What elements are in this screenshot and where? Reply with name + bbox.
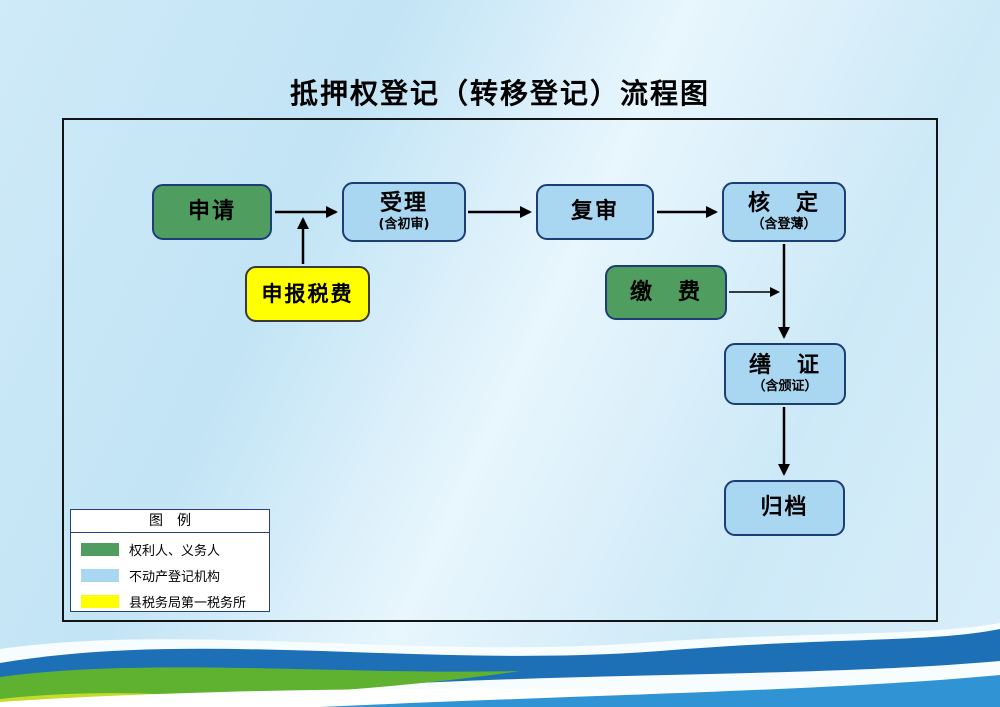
node-certificate: 缮 证 （含颁证） xyxy=(724,343,846,405)
node-verify-label: 核 定 xyxy=(747,191,820,217)
legend-title: 图 例 xyxy=(71,510,269,533)
node-accept-label: 受理 xyxy=(379,191,428,217)
node-verify: 核 定 （含登薄） xyxy=(722,182,846,242)
node-review-label: 复审 xyxy=(570,199,619,225)
wave-blue-arc xyxy=(320,675,1000,707)
decorative-waves xyxy=(0,623,1000,707)
node-pay: 缴 费 xyxy=(605,265,727,320)
node-apply-label: 申请 xyxy=(187,199,236,225)
node-verify-sublabel: （含登薄） xyxy=(751,216,817,232)
node-accept: 受理 (含初审) xyxy=(342,182,466,242)
node-declare-tax: 申报税费 xyxy=(245,266,370,322)
node-certificate-sublabel: （含颁证） xyxy=(752,378,818,394)
node-accept-sublabel: (含初审) xyxy=(378,216,430,232)
legend-item-applicant: 权利人、义务人 xyxy=(71,540,269,559)
node-review: 复审 xyxy=(536,184,654,240)
legend-item-registry: 不动产登记机构 xyxy=(71,566,269,585)
node-archive-label: 归档 xyxy=(760,495,809,521)
legend-item-applicant-label: 权利人、义务人 xyxy=(129,544,221,559)
node-pay-label: 缴 费 xyxy=(629,279,702,305)
legend-item-registry-label: 不动产登记机构 xyxy=(129,570,221,585)
legend: 图 例 权利人、义务人 不动产登记机构 县税务局第一税务所 xyxy=(70,509,270,612)
legend-swatch-yellow xyxy=(81,595,119,608)
legend-item-tax-label: 县税务局第一税务所 xyxy=(129,596,247,611)
flowchart-frame xyxy=(62,118,938,622)
page-title: 抵押权登记（转移登记）流程图 xyxy=(289,77,710,110)
legend-swatch-green xyxy=(81,543,119,556)
node-declare-tax-label: 申报税费 xyxy=(261,281,354,306)
legend-item-tax: 县税务局第一税务所 xyxy=(71,592,269,611)
node-archive: 归档 xyxy=(724,480,845,536)
node-certificate-label: 缮 证 xyxy=(748,353,821,379)
legend-swatch-blue xyxy=(81,569,119,582)
node-apply: 申请 xyxy=(152,184,272,240)
